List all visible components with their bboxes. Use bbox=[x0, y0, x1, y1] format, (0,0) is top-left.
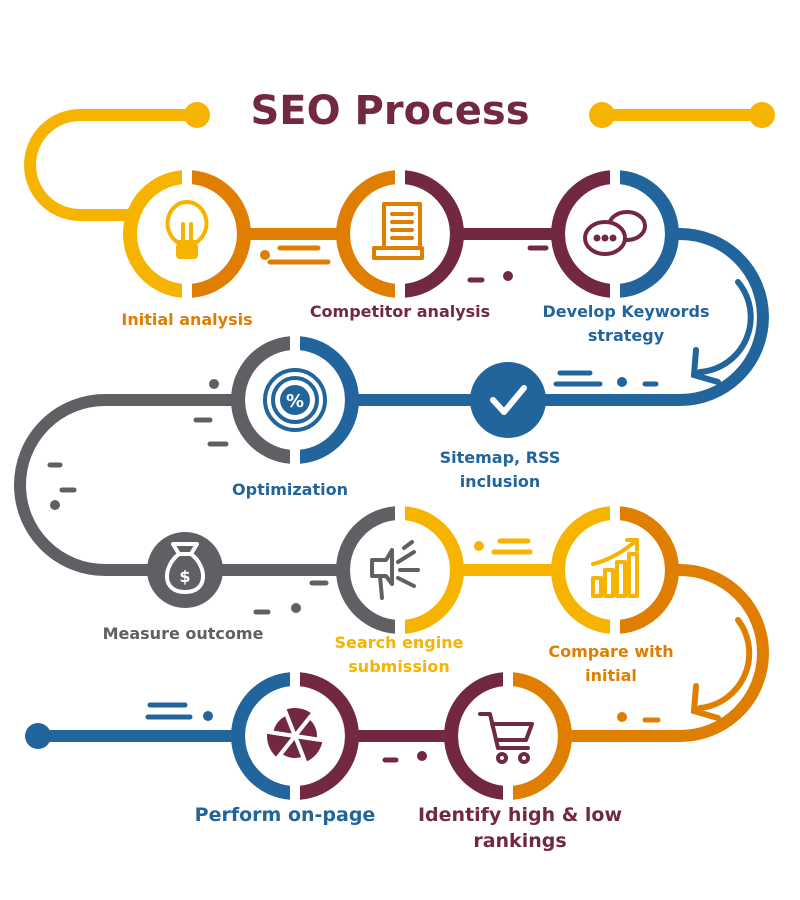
step-node-4 bbox=[470, 362, 546, 438]
label-search-engine: Search engine submission bbox=[334, 633, 464, 676]
path-top-left-yellow bbox=[24, 109, 203, 221]
decorative-dot bbox=[203, 711, 213, 721]
decorative-dot bbox=[617, 712, 627, 722]
ring-half bbox=[551, 506, 610, 634]
step-node-3: % bbox=[231, 336, 359, 464]
percent-gauge-icon: % bbox=[263, 368, 327, 432]
decorative-dot bbox=[503, 271, 513, 281]
dot-top-right-b bbox=[749, 102, 775, 128]
ring-half bbox=[551, 170, 610, 298]
ring-half bbox=[444, 672, 503, 800]
document-icon bbox=[372, 202, 424, 260]
label-develop-keywords: Develop Keywords strategy bbox=[542, 302, 710, 345]
ring-half bbox=[336, 170, 395, 298]
ring-half bbox=[231, 672, 290, 800]
label-perform-on-page: Perform on-page bbox=[194, 804, 376, 826]
shopping-cart-icon bbox=[478, 712, 534, 764]
growth-chart-icon bbox=[591, 538, 639, 598]
step-node-1 bbox=[336, 170, 464, 298]
ring-half bbox=[513, 672, 572, 800]
label-measure-outcome: Measure outcome bbox=[102, 624, 264, 643]
ring-half bbox=[300, 336, 359, 464]
decorative-dot bbox=[209, 379, 219, 389]
step-node-7 bbox=[551, 506, 679, 634]
label-identify-rankings: Identify high & low rankings bbox=[417, 804, 623, 852]
label-optimization: Optimization bbox=[232, 480, 348, 499]
ring-half bbox=[300, 672, 359, 800]
decorative-dot bbox=[260, 250, 270, 260]
label-competitor-analysis: Competitor analysis bbox=[309, 302, 491, 321]
step-node-8 bbox=[444, 672, 572, 800]
ring-half bbox=[336, 506, 395, 634]
step-node-5: $ bbox=[147, 532, 223, 608]
decorative-dot bbox=[474, 541, 484, 551]
dot-top-right-a bbox=[589, 102, 615, 128]
dot-end-blue bbox=[25, 723, 51, 749]
ring-half bbox=[231, 336, 290, 464]
ring-half bbox=[620, 506, 679, 634]
step-node-6 bbox=[336, 506, 464, 634]
arrow-orange bbox=[690, 617, 753, 721]
megaphone-icon bbox=[370, 540, 420, 600]
label-initial-analysis: Initial analysis bbox=[121, 310, 253, 329]
checkmark-icon bbox=[490, 385, 527, 415]
pie-chart-icon bbox=[263, 704, 327, 766]
ring-half bbox=[405, 506, 464, 634]
path-curve-blue bbox=[289, 228, 769, 406]
chat-bubbles-icon bbox=[583, 210, 647, 256]
lightbulb-icon bbox=[165, 200, 209, 259]
arrow-blue bbox=[690, 279, 754, 385]
ring-half bbox=[123, 170, 182, 298]
step-node-9 bbox=[231, 672, 359, 800]
step-node-2 bbox=[551, 170, 679, 298]
ring-half bbox=[620, 170, 679, 298]
decorative-dot bbox=[291, 603, 301, 613]
money-bag-icon: $ bbox=[165, 542, 205, 594]
label-compare-initial: Compare with initial bbox=[548, 642, 674, 685]
dot-top-left bbox=[184, 102, 210, 128]
path-curve-orange bbox=[502, 564, 769, 742]
label-sitemap-rss: Sitemap, RSS inclusion bbox=[439, 448, 561, 491]
decorative-dot bbox=[617, 377, 627, 387]
svg-text:$: $ bbox=[179, 567, 190, 586]
ring-half bbox=[192, 170, 251, 298]
path-curve-gray bbox=[14, 394, 406, 576]
step-node-0 bbox=[123, 170, 251, 298]
decorative-dot bbox=[50, 500, 60, 510]
decorative-dot bbox=[417, 751, 427, 761]
page-title: SEO Process bbox=[250, 88, 530, 134]
ring-half bbox=[405, 170, 464, 298]
svg-text:%: % bbox=[286, 391, 304, 412]
